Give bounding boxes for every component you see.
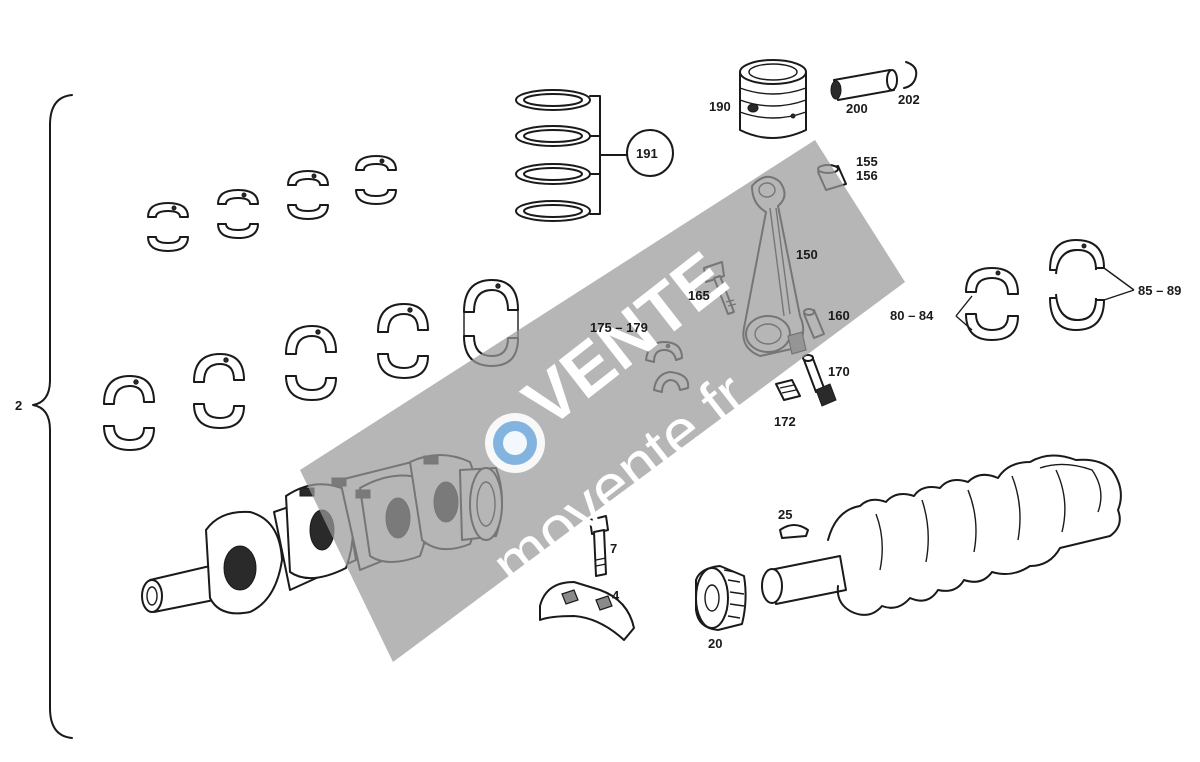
label-main-bearings-80-84: 80 – 84 (890, 308, 934, 323)
label-connecting-rod: 150 (796, 247, 818, 262)
label-bushing-155: 155 (856, 154, 878, 169)
label-timing-gear: 20 (708, 636, 722, 651)
upper-bearing-shells (147, 155, 397, 252)
label-bushing-156: 156 (856, 168, 878, 183)
main-bearings-80-84 (965, 267, 1019, 341)
watermark-logo-core (503, 431, 527, 455)
label-piston: 190 (709, 99, 731, 114)
label-piston-rings: 191 (636, 146, 658, 161)
part-labels: 2 191 190 200 202 155 156 150 165 175 – … (15, 92, 1181, 651)
timing-gear (695, 565, 747, 631)
rod-cap-bolt (802, 354, 837, 407)
label-thrust-bearings: 175 – 179 (590, 320, 648, 335)
leader-lines (955, 267, 1135, 331)
label-main-bolt: 7 (610, 541, 617, 556)
label-assembly: 2 (15, 398, 22, 413)
label-piston-pin: 200 (846, 101, 868, 116)
label-bearing-cap: 4 (612, 588, 620, 603)
label-woodruff-key: 25 (778, 507, 792, 522)
label-circlip: 202 (898, 92, 920, 107)
assembly-brace (32, 94, 73, 739)
main-bolt (589, 515, 609, 577)
label-rod-bolt: 165 (688, 288, 710, 303)
label-rod-nut: 172 (774, 414, 796, 429)
piston-pin (830, 69, 898, 101)
label-rod-cap-bolt: 170 (828, 364, 850, 379)
piston-rings (515, 89, 674, 222)
woodruff-key (779, 524, 809, 539)
label-main-bearings-85-89: 85 – 89 (1138, 283, 1181, 298)
piston (739, 59, 807, 139)
main-bearings-85-89 (1049, 239, 1105, 331)
bearing-cap (539, 581, 635, 641)
rod-nut (775, 379, 801, 401)
crankshaft-outline (761, 454, 1122, 616)
main-bearing-shells-row (103, 279, 519, 451)
watermark-band (300, 140, 905, 662)
circlip (903, 61, 918, 89)
label-dowel: 160 (828, 308, 850, 323)
